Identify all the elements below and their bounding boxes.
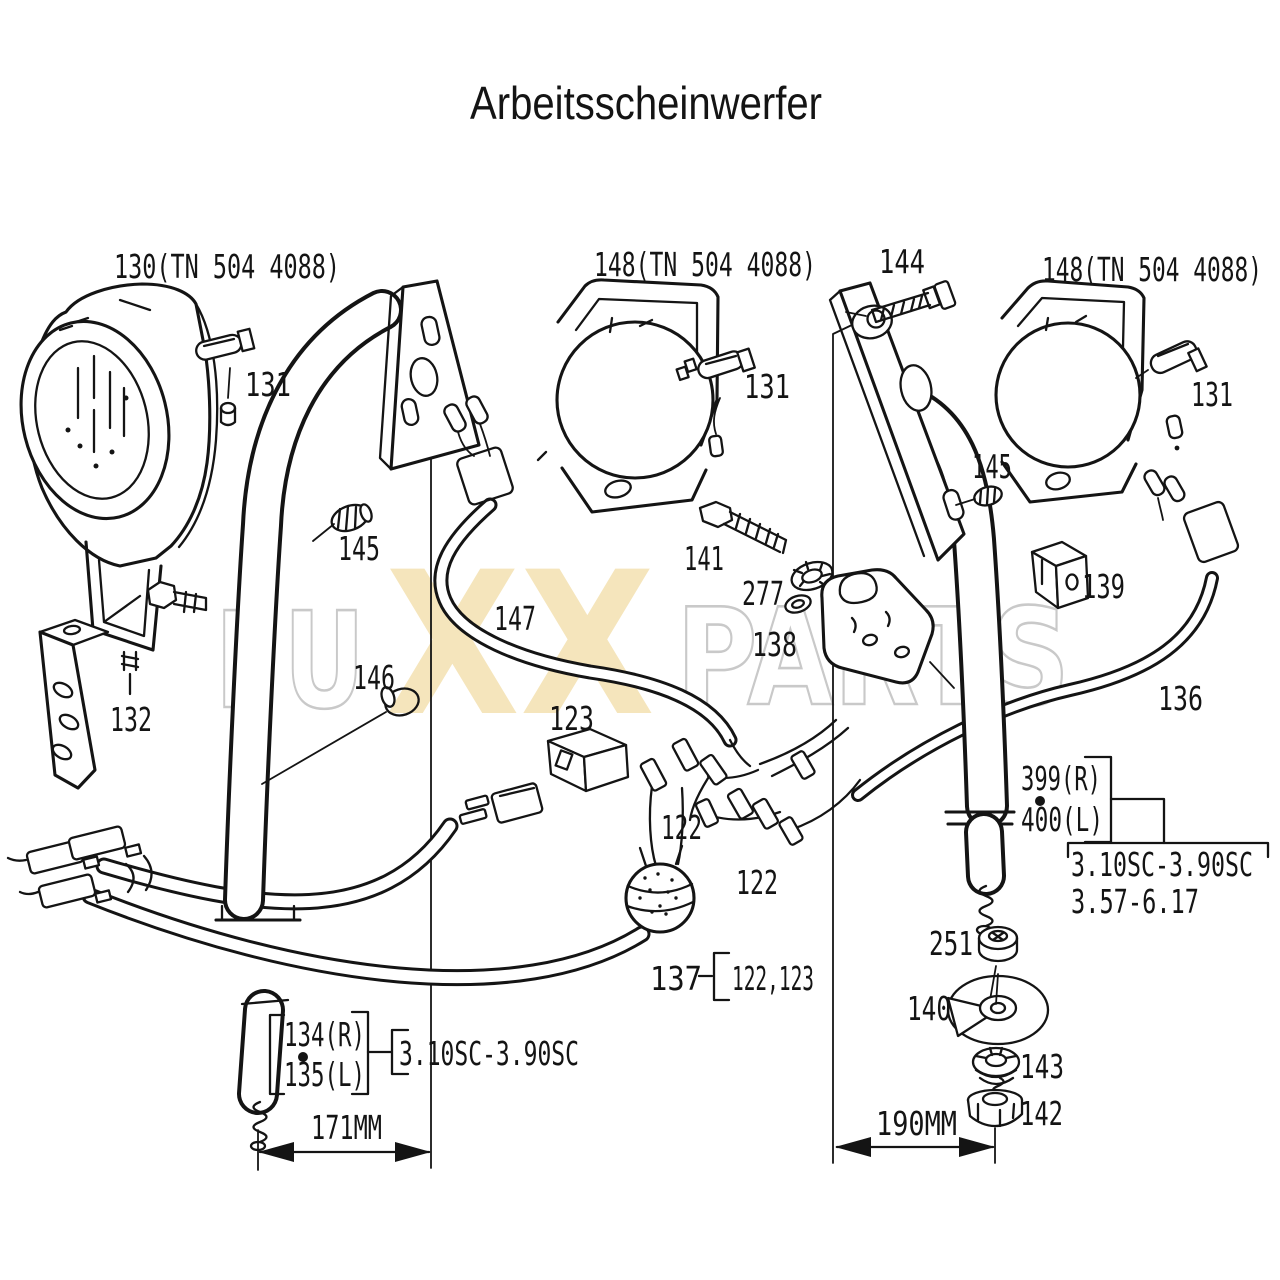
part-label-123: 123: [549, 699, 594, 738]
watermark-text-mid: XX: [385, 529, 655, 760]
lamp-bracket: [84, 540, 208, 696]
part-label-251: 251: [929, 924, 973, 963]
screw-144: [845, 280, 957, 324]
connector-box-123: [546, 727, 630, 793]
washer-143: [971, 1046, 1021, 1086]
part-label-137: 137: [650, 959, 702, 998]
lamp-housing-148-right: [994, 279, 1146, 504]
part-label-142: 142: [1020, 1094, 1063, 1133]
part-label-148-right: 148(TN 504 4088): [1042, 250, 1262, 289]
clip-145-right: [955, 485, 1003, 507]
left-mounting-pole: [214, 289, 403, 922]
clip-145-left: [312, 503, 373, 542]
part-label-122-a: 122: [661, 808, 702, 847]
dimension-label-190mm: 190MM: [876, 1104, 957, 1143]
part-label-122-b: 122: [736, 863, 778, 902]
bulb-131-left: [195, 327, 256, 427]
part-label-145-right: 145: [972, 447, 1012, 486]
plug-connector: [458, 782, 544, 825]
wire-147-cable: [433, 497, 738, 748]
spade-connectors-122: [639, 737, 816, 846]
bulb-131-right: [1135, 340, 1208, 451]
dimension-190mm: [835, 1137, 995, 1157]
part-label-143: 143: [1020, 1047, 1064, 1086]
labels: Arbeitsscheinwerfer 130(TN 504 4088) 148…: [110, 77, 1262, 1147]
model-range-right-2: 3.57-6.17: [1071, 882, 1199, 921]
bracket-132: [38, 618, 110, 790]
ref-label-399R: 399(R): [1021, 759, 1101, 798]
part-label-130: 130(TN 504 4088): [114, 247, 340, 286]
part-label-136: 136: [1158, 679, 1203, 718]
reference-brackets: [268, 755, 1270, 1096]
part-label-132: 132: [110, 700, 152, 739]
part-label-146: 146: [353, 658, 395, 697]
dimension-label-171mm: 171MM: [311, 1108, 382, 1147]
nut-142: [966, 1076, 1024, 1164]
right-mounting-pole: [884, 384, 1016, 936]
part-label-147: 147: [494, 599, 536, 638]
part-label-148-mid: 148(TN 504 4088): [594, 245, 816, 284]
washer-251: [977, 925, 1019, 1001]
part-label-277: 277: [742, 574, 784, 613]
part-label-131-mid: 131: [744, 367, 790, 406]
part-label-139: 139: [1082, 567, 1125, 606]
part-label-138: 138: [752, 625, 797, 664]
harness-main-cables: [81, 817, 651, 987]
bulb-131-mid: [675, 347, 756, 458]
ref-label-135L: 135(L): [284, 1055, 365, 1094]
part-label-145-left: 145: [338, 529, 380, 568]
part-label-141: 141: [684, 539, 724, 578]
ref-bullet-right: [1035, 796, 1045, 806]
left-pole-sleeve: [237, 989, 290, 1152]
bolt-141: [698, 500, 788, 555]
lamp-housing-148-mid: [536, 278, 720, 514]
disc-140: [946, 973, 1050, 1046]
part-label-144: 144: [879, 242, 925, 281]
connector-136-top: [1143, 469, 1240, 564]
lens-stripes: [58, 298, 152, 469]
clamp-138: [820, 568, 955, 689]
page-title: Arbeitsscheinwerfer: [470, 77, 822, 129]
model-range-right-1: 3.10SC-3.90SC: [1071, 845, 1253, 884]
cap-139: [1030, 540, 1090, 610]
dimension-171mm: [257, 1129, 431, 1171]
washer-277: [784, 560, 834, 614]
model-range-left: 3.10SC-3.90SC: [399, 1034, 579, 1073]
part-label-131-right: 131: [1191, 375, 1233, 414]
left-connector-cluster: [6, 825, 153, 909]
wire-136-cable: [851, 571, 1219, 802]
part-label-131-left: 131: [245, 365, 291, 404]
ref-label-134R: 134(R): [284, 1015, 365, 1054]
grommet-146: [261, 686, 420, 785]
work-lamp-130: [19, 282, 219, 696]
connector-147-top: [443, 395, 514, 506]
part-label-137-refs: 122,123: [732, 959, 814, 998]
ref-bullet-left: [298, 1052, 308, 1062]
part-label-140: 140: [907, 989, 951, 1028]
ref-label-400L: 400(L): [1021, 800, 1103, 839]
round-connector-137: [624, 844, 696, 934]
